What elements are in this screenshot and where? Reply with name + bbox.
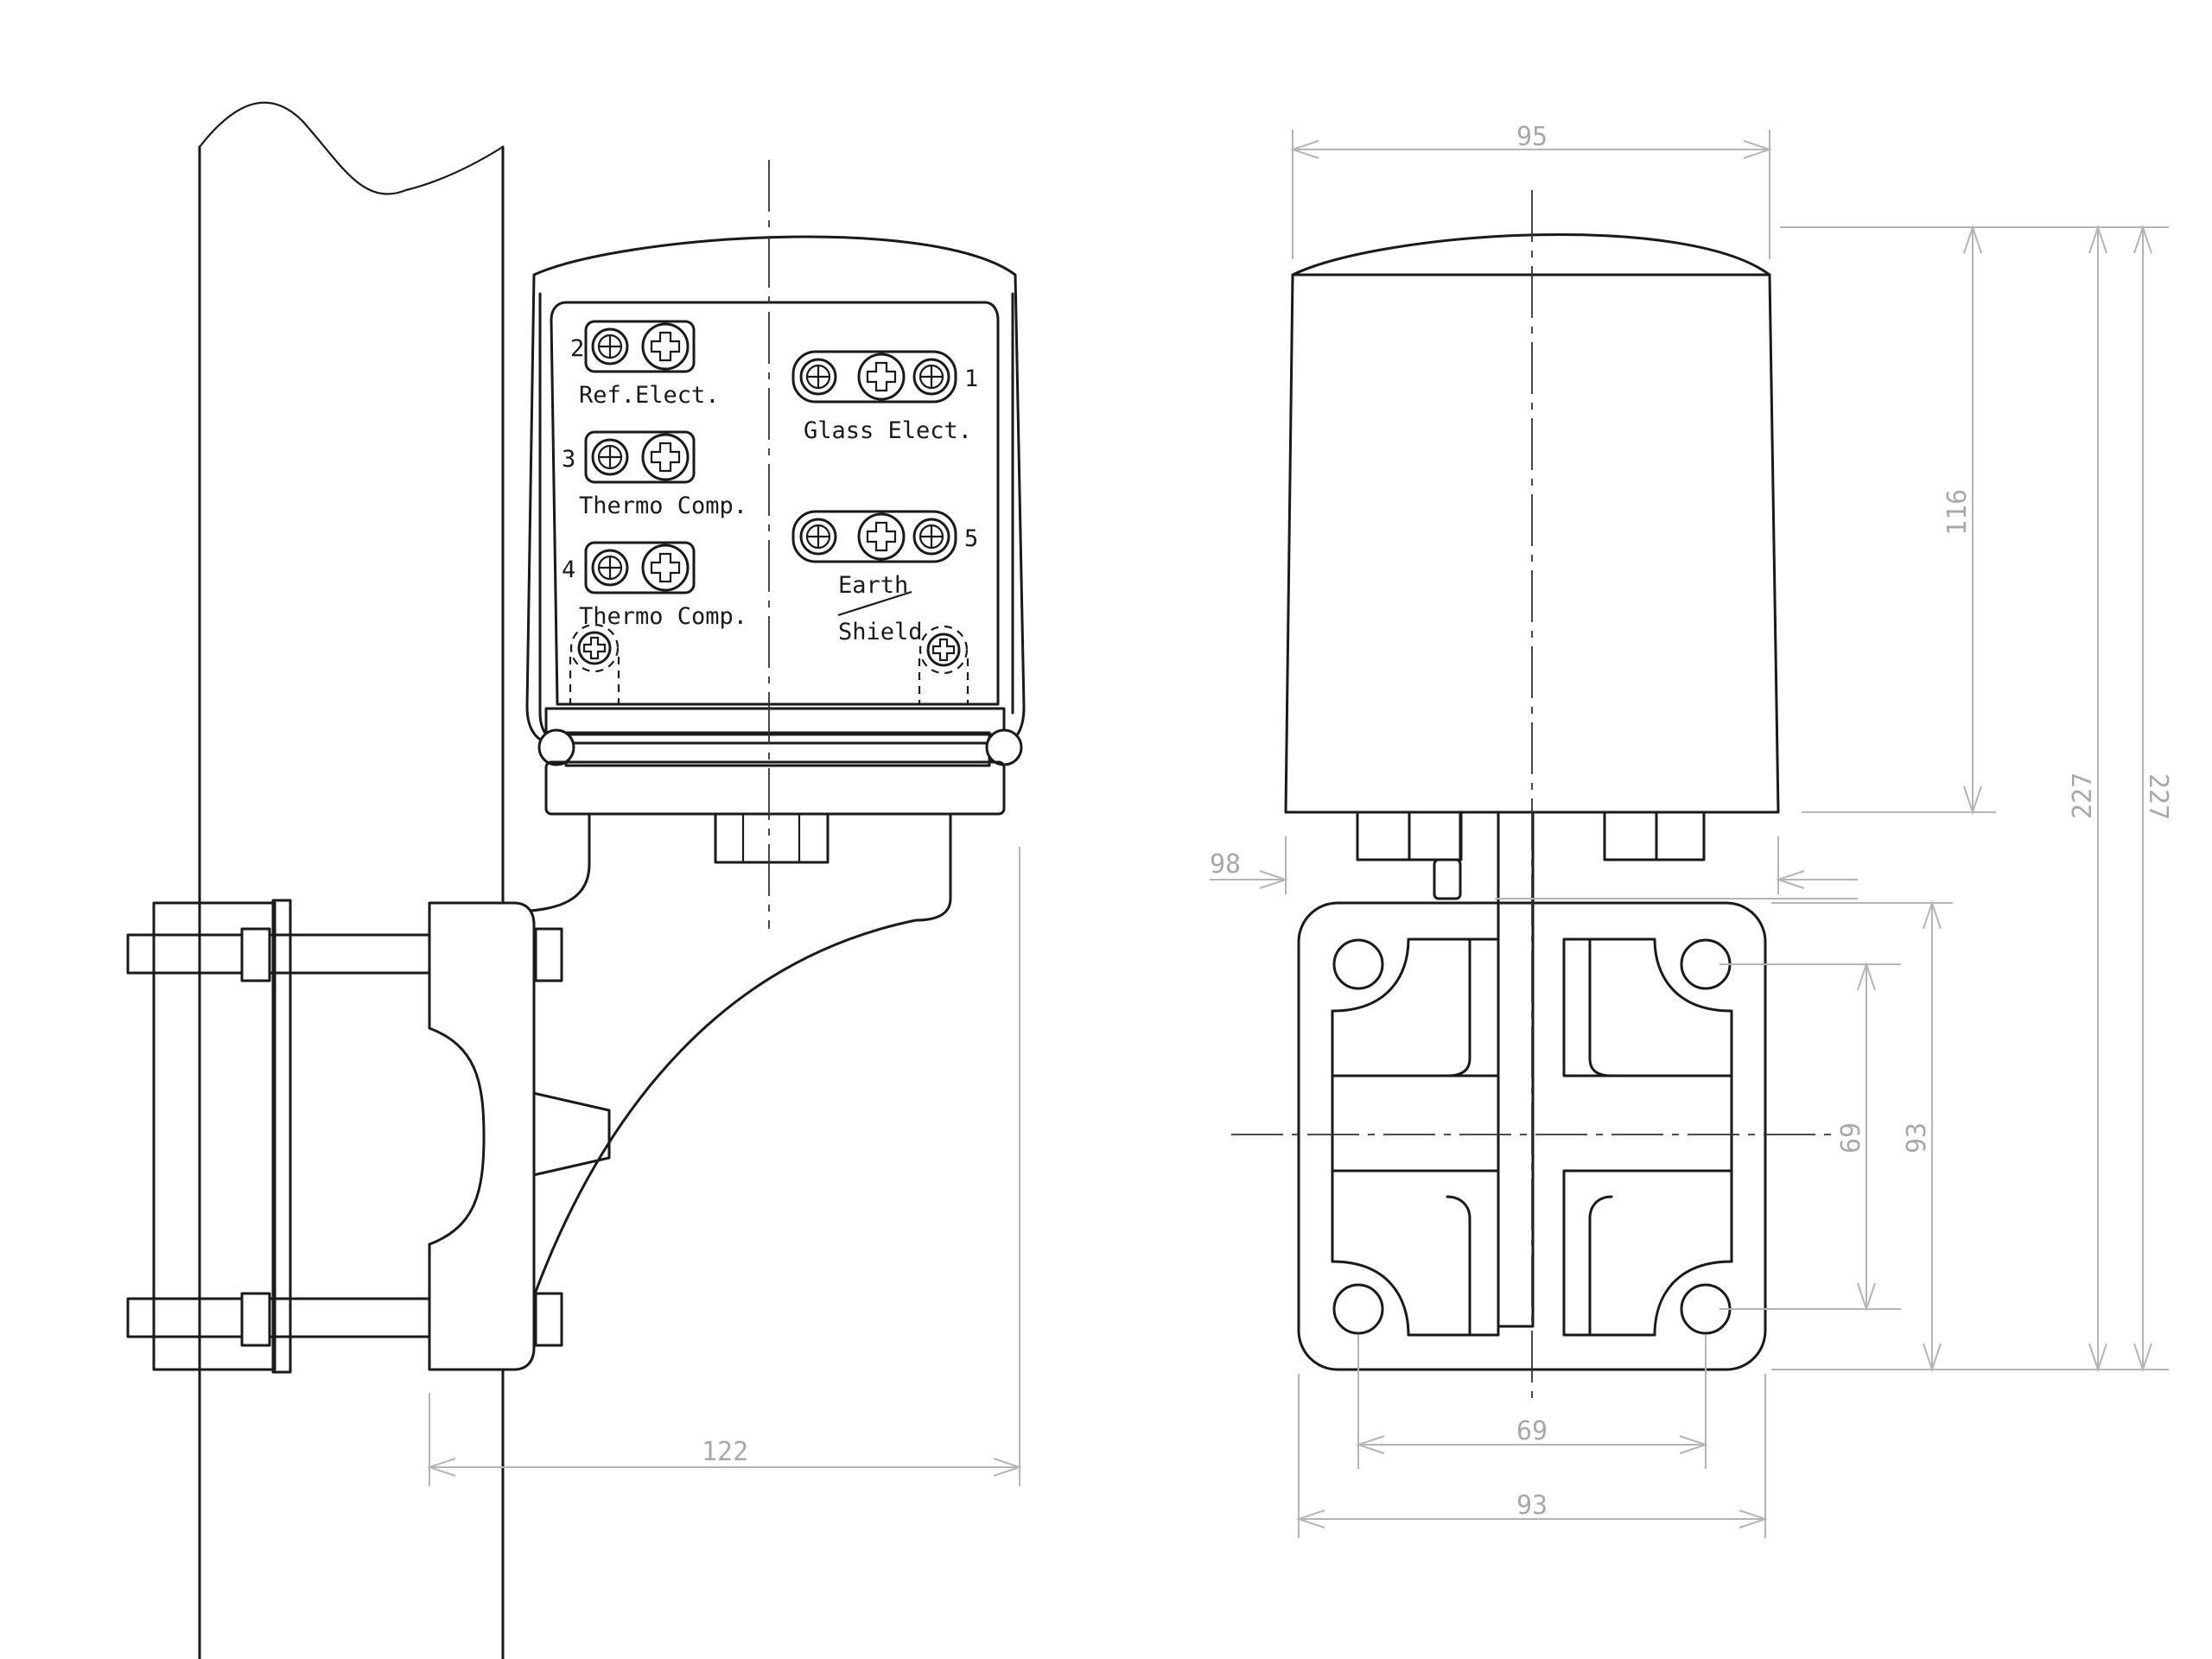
terminal-5-label-bottom: Shield [838, 619, 923, 645]
dim-93-v-text: 93 [1902, 1122, 1932, 1154]
terminal-1-label: Glass Elect. [804, 417, 972, 444]
terminal-3-label: Thermo Comp. [579, 493, 747, 519]
dim-front-width: 95 [1289, 122, 1773, 259]
panel-screw-right [918, 625, 969, 704]
front-view: 95 116 227 227 [1210, 122, 2173, 1538]
dim-227-text: 227 [2068, 772, 2098, 819]
dim-bracket-width: 93 [1295, 1374, 1769, 1538]
dim-cover-height: 116 [1780, 224, 2169, 816]
u-bolt-clamp [126, 899, 563, 1374]
dim-69-v-text: 69 [1836, 1122, 1866, 1154]
panel-screw-left [569, 623, 620, 704]
dim-122-text: 122 [702, 1437, 748, 1467]
terminal-block-3: 3 Thermo Comp. [562, 430, 747, 519]
mounting-arm [508, 812, 952, 1298]
dim-bracket-height: 93 [1771, 899, 1953, 1373]
terminal-4-label: Thermo Comp. [579, 603, 747, 630]
dim-93-h-text: 93 [1516, 1491, 1548, 1521]
mounting-pipe [198, 101, 505, 1659]
terminal-3-number: 3 [562, 446, 575, 473]
terminal-block-2: 2 Ref.Elect. [570, 320, 720, 409]
dim-116-text: 116 [1942, 489, 1973, 536]
terminal-block-4: 4 Thermo Comp. [562, 541, 747, 630]
side-view: 2 Ref.Elect. 3 Thermo Comp. 4 Thermo Com… [126, 101, 1026, 1659]
terminal-1-number: 1 [964, 365, 978, 392]
terminal-5-label-top: Earth [838, 572, 908, 599]
dim-gap: 98 [1210, 836, 1858, 899]
terminal-2-number: 2 [570, 335, 584, 362]
dim-total-height: 227 [1771, 224, 2169, 1373]
terminal-block-1: 1 Glass Elect. [791, 350, 978, 444]
dim-bolt-spacing-v: 69 [1719, 961, 1901, 1313]
terminal-4-number: 4 [562, 556, 575, 583]
dim-98-text: 98 [1210, 849, 1241, 880]
dim-227-alt-text: 227 [2143, 773, 2173, 820]
terminal-block-5: 5 Earth Shield [791, 510, 978, 645]
front-bracket-plate [1297, 901, 1767, 1371]
dim-69-h-text: 69 [1516, 1416, 1548, 1446]
terminal-5-number: 5 [964, 525, 978, 552]
dim-bolt-spacing-h: 69 [1355, 1335, 1709, 1469]
dim-95-text: 95 [1516, 122, 1548, 152]
dim-total-height-alt: 227 [2133, 224, 2173, 1373]
terminal-2-label: Ref.Elect. [579, 382, 720, 409]
front-cover [1284, 233, 1780, 1328]
dim-side-depth: 122 [426, 847, 1023, 1486]
